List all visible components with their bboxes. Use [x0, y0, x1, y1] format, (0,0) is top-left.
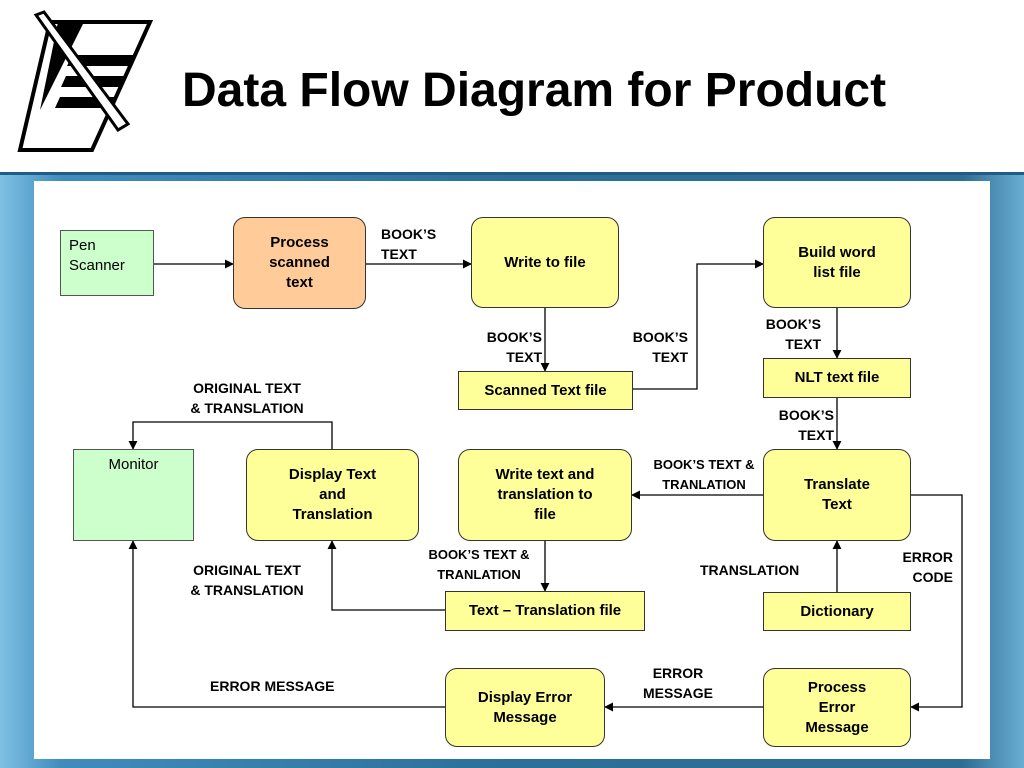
flow-label-translation: TRANSLATION: [700, 562, 800, 578]
monitor-entity: Monitor: [73, 449, 194, 541]
nlt-text-file-store: NLT text file: [763, 358, 911, 398]
write-to-file-label: Write to file: [504, 253, 586, 271]
arrow-file-to-display: [327, 540, 445, 611]
display-error-message-label: Display Error Message: [477, 688, 573, 726]
build-word-list-process: Build word list file: [763, 217, 911, 308]
pen-scanner-label: Pen Scanner: [69, 237, 125, 274]
dictionary-store: Dictionary: [763, 592, 911, 631]
flow-label-books-text-left: BOOK’S TEXT: [486, 329, 542, 365]
process-scanned-text-label: Process scanned text: [269, 234, 330, 291]
display-text-translation-label: Display Text and Translation: [288, 466, 377, 523]
dictionary-label: Dictionary: [800, 602, 874, 620]
write-text-translation-label: Write text and translation to file: [495, 466, 595, 523]
flow-label-books-text-right-lower: BOOK’S TEXT: [778, 407, 834, 443]
display-error-message-process: Display Error Message: [445, 668, 605, 747]
logo-icon: [17, 10, 154, 152]
arrow-scanned-to-build: [633, 259, 764, 390]
flow-label-books-text-mid: BOOK’S TEXT: [632, 329, 688, 365]
text-translation-file-label: Text – Translation file: [468, 602, 622, 619]
process-error-message-process: Process Error Message: [763, 668, 911, 747]
write-to-file-process: Write to file: [471, 217, 619, 308]
flow-label-books-tranlation-upper: BOOK’S TEXT & TRANLATION: [653, 457, 755, 492]
build-word-list-label: Build word list file: [798, 243, 876, 281]
flow-label-original-translation-top: ORIGINAL TEXT & TRANSLATION: [190, 380, 304, 416]
process-scanned-text-process: Process scanned text: [233, 217, 366, 309]
monitor-label: Monitor: [108, 456, 159, 473]
flow-label-original-translation-bottom: ORIGINAL TEXT & TRANSLATION: [190, 562, 304, 598]
flow-label-books-text-right-upper: BOOK’S TEXT: [765, 316, 821, 352]
arrow-translate-to-error: [910, 494, 963, 712]
header-divider: [0, 172, 1024, 175]
page-title: Data Flow Diagram for Product: [182, 64, 887, 117]
nlt-text-file-label: NLT text file: [794, 369, 880, 386]
flow-label-books-tranlation-lower: BOOK’S TEXT & TRANLATION: [428, 547, 530, 582]
process-error-message-label: Process Error Message: [805, 678, 869, 736]
arrow-display-to-monitor: [128, 421, 333, 450]
flow-label-error-message-right: ERROR MESSAGE: [642, 665, 713, 701]
slide-header: Data Flow Diagram for Product: [0, 0, 1024, 172]
pen-scanner-entity: Pen Scanner: [60, 230, 154, 296]
flow-label-error-code: ERROR CODE: [902, 549, 953, 585]
display-text-translation-process: Display Text and Translation: [246, 449, 419, 541]
translate-text-process: Translate Text: [763, 449, 911, 541]
scanned-text-file-store: Scanned Text file: [458, 371, 633, 410]
arrow-display-error-to-monitor: [128, 540, 445, 708]
write-text-translation-process: Write text and translation to file: [458, 449, 632, 541]
text-translation-file-store: Text – Translation file: [445, 591, 645, 631]
flow-label-error-message-left: ERROR MESSAGE: [210, 678, 335, 694]
flow-label-books-text-top: BOOK’S TEXT: [381, 226, 437, 262]
scanned-text-file-label: Scanned Text file: [484, 381, 607, 399]
translate-text-label: Translate Text: [804, 476, 870, 513]
